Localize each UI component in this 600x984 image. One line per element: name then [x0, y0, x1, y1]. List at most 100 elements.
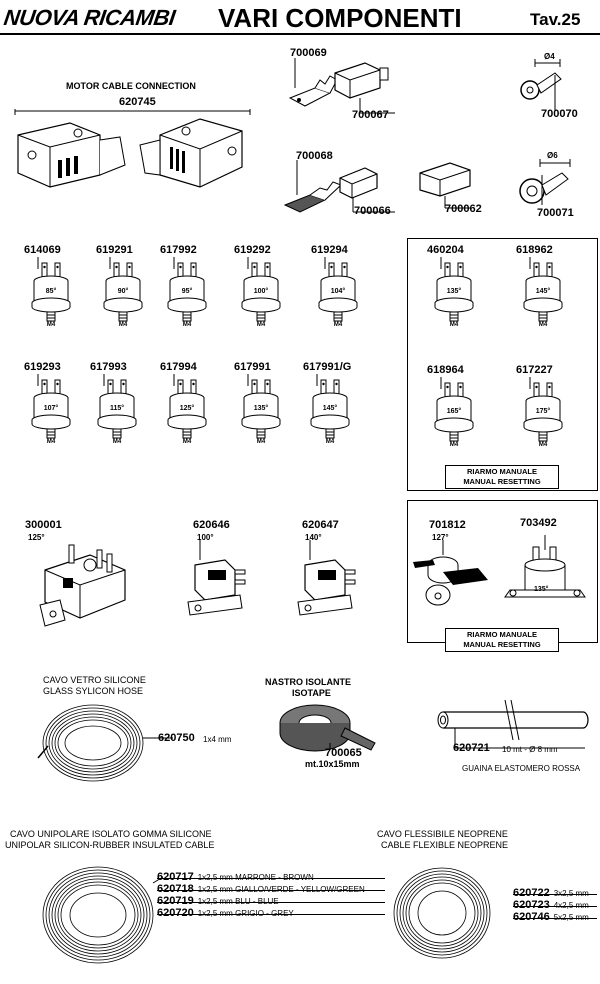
- thermostat-temp: 135°: [253, 405, 269, 412]
- cable-spec: 1x2,5 mm GIALLO/VERDE - YELLOW/GREEN: [197, 885, 365, 894]
- thermostat-temp: 175°: [535, 408, 551, 415]
- thermostat-code: 617991/G: [303, 361, 352, 373]
- thermostat-temp: 100°: [253, 288, 269, 295]
- cable-code: 620723: [513, 899, 550, 911]
- thermostat-code: 618962: [516, 244, 553, 256]
- thermostat-drawing: [238, 374, 284, 444]
- terminal-700071-drawing: [519, 159, 571, 205]
- thermostat-temp: 125°: [179, 405, 195, 412]
- glass-hose-spec: 1x4 mm: [203, 735, 232, 744]
- temp-300001: 125°: [28, 533, 45, 542]
- thermostat-temp: 165°: [446, 408, 462, 415]
- manual-reset-box-1: [407, 238, 598, 491]
- thermostat-drawing: [520, 377, 566, 447]
- thermostat-drawing: [28, 374, 74, 444]
- table-number: Tav.25: [530, 10, 581, 29]
- code-700062: 700062: [445, 203, 482, 215]
- glass-hose-title-en: GLASS SYLICON HOSE: [43, 686, 144, 696]
- code-700067: 700067: [352, 109, 389, 121]
- thermostat-thread: M4: [256, 322, 266, 328]
- thermostat-thread: M4: [538, 322, 548, 328]
- diameter-6: Ø6: [547, 151, 558, 160]
- unipolar-title-en: UNIPOLAR SILICON-RUBBER INSULATED CABLE: [5, 840, 215, 850]
- thermostat-temp: 85°: [45, 288, 57, 295]
- manual-box1-note: RIARMO MANUALE MANUAL RESETTING: [445, 465, 559, 489]
- thermostat-code: 619294: [311, 244, 348, 256]
- thermostat-thread: M4: [46, 439, 56, 445]
- thermostat-code: 460204: [427, 244, 464, 256]
- thermostat-thread: M4: [112, 439, 122, 445]
- thermostat-drawing: [28, 257, 74, 327]
- neoprene-title-it: CAVO FLESSIBILE NEOPRENE: [377, 829, 508, 839]
- isotape-title-it: NASTRO ISOLANTE: [265, 677, 352, 687]
- isotape-spec: mt.10x15mm: [305, 759, 360, 769]
- temp-620646: 100°: [197, 533, 214, 542]
- thermostat-code: 617994: [160, 361, 197, 373]
- code-620647: 620647: [302, 519, 339, 531]
- thermostat-thread: M4: [182, 439, 192, 445]
- thermostat-temp: 145°: [535, 288, 551, 295]
- code-620646: 620646: [193, 519, 230, 531]
- thermostat-thread: M4: [325, 439, 335, 445]
- cable-spec: 1x2,5 mm MARRONE - BROWN: [197, 873, 314, 882]
- thermostat-code: 617992: [160, 244, 197, 256]
- thermostat-thread: M4: [538, 442, 548, 448]
- thermostat-thread: M4: [333, 322, 343, 328]
- temp-620647: 140°: [305, 533, 322, 542]
- glass-hose-title-it: CAVO VETRO SILICONE: [43, 675, 146, 685]
- code-700066: 700066: [354, 205, 391, 217]
- thermostat-temp: 145°: [322, 405, 338, 412]
- manual-box2-note-it: RIARMO MANUALE: [467, 630, 537, 639]
- thermostat-drawing: [94, 374, 140, 444]
- page-title: VARI COMPONENTI: [218, 3, 462, 33]
- unipolar-title-it: CAVO UNIPOLARE ISOLATO GOMMA SILICONE: [10, 829, 212, 839]
- thermostat-code: 617227: [516, 364, 553, 376]
- terminal-700062-drawing: [419, 162, 471, 209]
- neoprene-title-en: CABLE FLEXIBLE NEOPRENE: [381, 840, 509, 850]
- code-700070: 700070: [541, 108, 578, 120]
- thermostat-drawing: [164, 257, 210, 327]
- thermostat-code: 619293: [24, 361, 61, 373]
- thermostat-thread: M4: [449, 322, 459, 328]
- terminal-700070-drawing: [520, 59, 562, 110]
- temp-701812: 127°: [432, 533, 449, 542]
- thermostat-code: 614069: [24, 244, 61, 256]
- isotape-roll-drawing: [279, 704, 376, 752]
- diameter-4: Ø4: [544, 52, 555, 61]
- manual-box1-note-en: MANUAL RESETTING: [463, 477, 541, 486]
- cable-code: 620719: [157, 895, 194, 907]
- code-700068: 700068: [296, 150, 333, 162]
- isotape-title-en: ISOTAPE: [292, 688, 331, 698]
- sheath-code: 620721: [453, 742, 490, 754]
- glass-hose-code: 620750: [158, 732, 195, 744]
- thermostat-thread: M4: [182, 322, 192, 328]
- cable-code: 620717: [157, 871, 194, 883]
- code-700071: 700071: [537, 207, 574, 219]
- code-700069: 700069: [290, 47, 327, 59]
- cable-code: 620746: [513, 911, 550, 923]
- thermostat-drawing: [307, 374, 353, 444]
- thermostat-drawing: [164, 374, 210, 444]
- thermostat-temp: 104°: [330, 288, 346, 295]
- code-701812: 701812: [429, 519, 466, 531]
- motor-code: 620745: [119, 96, 156, 108]
- thermostat-thread: M4: [256, 439, 266, 445]
- thermostat-temp: 135°: [446, 288, 462, 295]
- terminal-700068-drawing: [283, 160, 395, 213]
- thermostat-code: 617991: [234, 361, 271, 373]
- thermostat-thread: M4: [46, 322, 56, 328]
- cable-spec: 1x2,5 mm BLU - BLUE: [197, 897, 279, 906]
- manual-box2-note: RIARMO MANUALE MANUAL RESETTING: [445, 628, 559, 652]
- thermostat-701812-drawing: [413, 540, 488, 606]
- manual-box1-note-it: RIARMO MANUALE: [467, 467, 537, 476]
- thermostat-drawing: [431, 377, 477, 447]
- thermostat-code: 617993: [90, 361, 127, 373]
- thermostat-drawing: [100, 257, 146, 327]
- neoprene-coil-drawing: [393, 867, 491, 959]
